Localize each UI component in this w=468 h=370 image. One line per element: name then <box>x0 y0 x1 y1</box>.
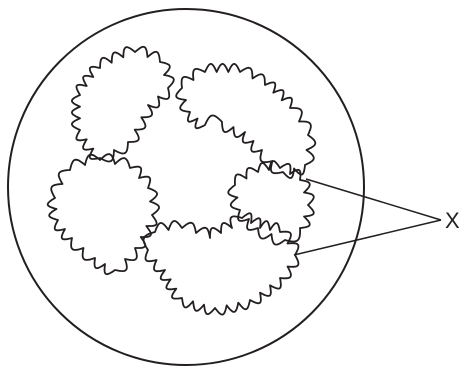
villi-folded-lining <box>48 47 316 315</box>
villus-outline-upper-right <box>176 64 315 178</box>
label-pointer-line-upper <box>306 179 441 220</box>
label-x: X <box>445 208 460 233</box>
villus-outline-bottom <box>144 213 299 314</box>
outer-circle <box>8 9 364 365</box>
villus-outline-top-left <box>72 47 174 162</box>
villus-outline-left <box>48 154 159 274</box>
label-pointer-line-lower <box>294 220 441 255</box>
villus-outline-center-right <box>228 161 313 245</box>
